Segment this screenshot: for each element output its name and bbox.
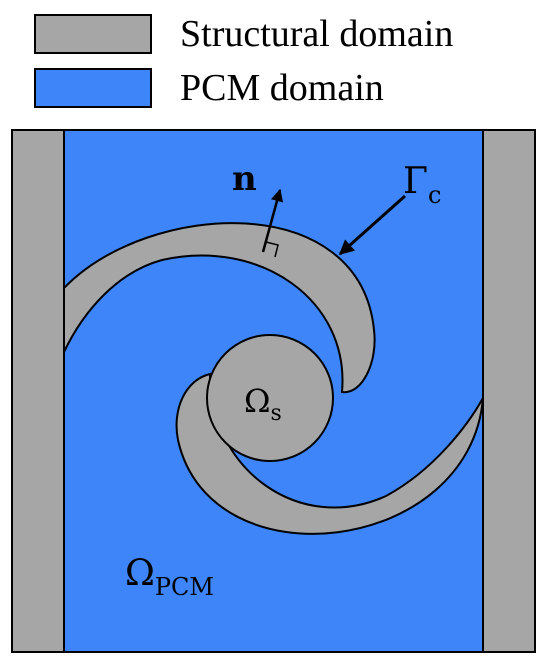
interface-label: Γc (403, 161, 441, 209)
interface-label-main: Γ (403, 161, 428, 202)
legend-swatch-structural (34, 14, 152, 54)
legend-swatch-pcm (34, 68, 152, 108)
legend-label-pcm: PCM domain (180, 67, 384, 109)
pcm-label-main: Ω (125, 553, 155, 594)
solid-label-main: Ω (244, 382, 271, 420)
solid-label: Ωs (244, 382, 282, 426)
right-angle-marker (265, 241, 279, 258)
interface-arrow (338, 194, 406, 256)
legend-label-structural: Structural domain (180, 13, 454, 55)
pcm-label-sub: PCM (155, 573, 214, 601)
interface-label-sub: c (428, 181, 441, 209)
lower-spiral-arm (175, 372, 484, 535)
solid-core (206, 334, 334, 462)
legend-item-structural: Structural domain (34, 12, 453, 56)
left-wall (11, 129, 65, 653)
solid-label-sub: s (271, 401, 282, 426)
legend-item-pcm: PCM domain (34, 66, 384, 110)
upper-spiral-arm (63, 222, 376, 394)
right-wall (482, 129, 536, 653)
normal-arrow (261, 188, 284, 253)
pcm-label: ΩPCM (125, 553, 214, 601)
normal-label: n (232, 159, 257, 199)
